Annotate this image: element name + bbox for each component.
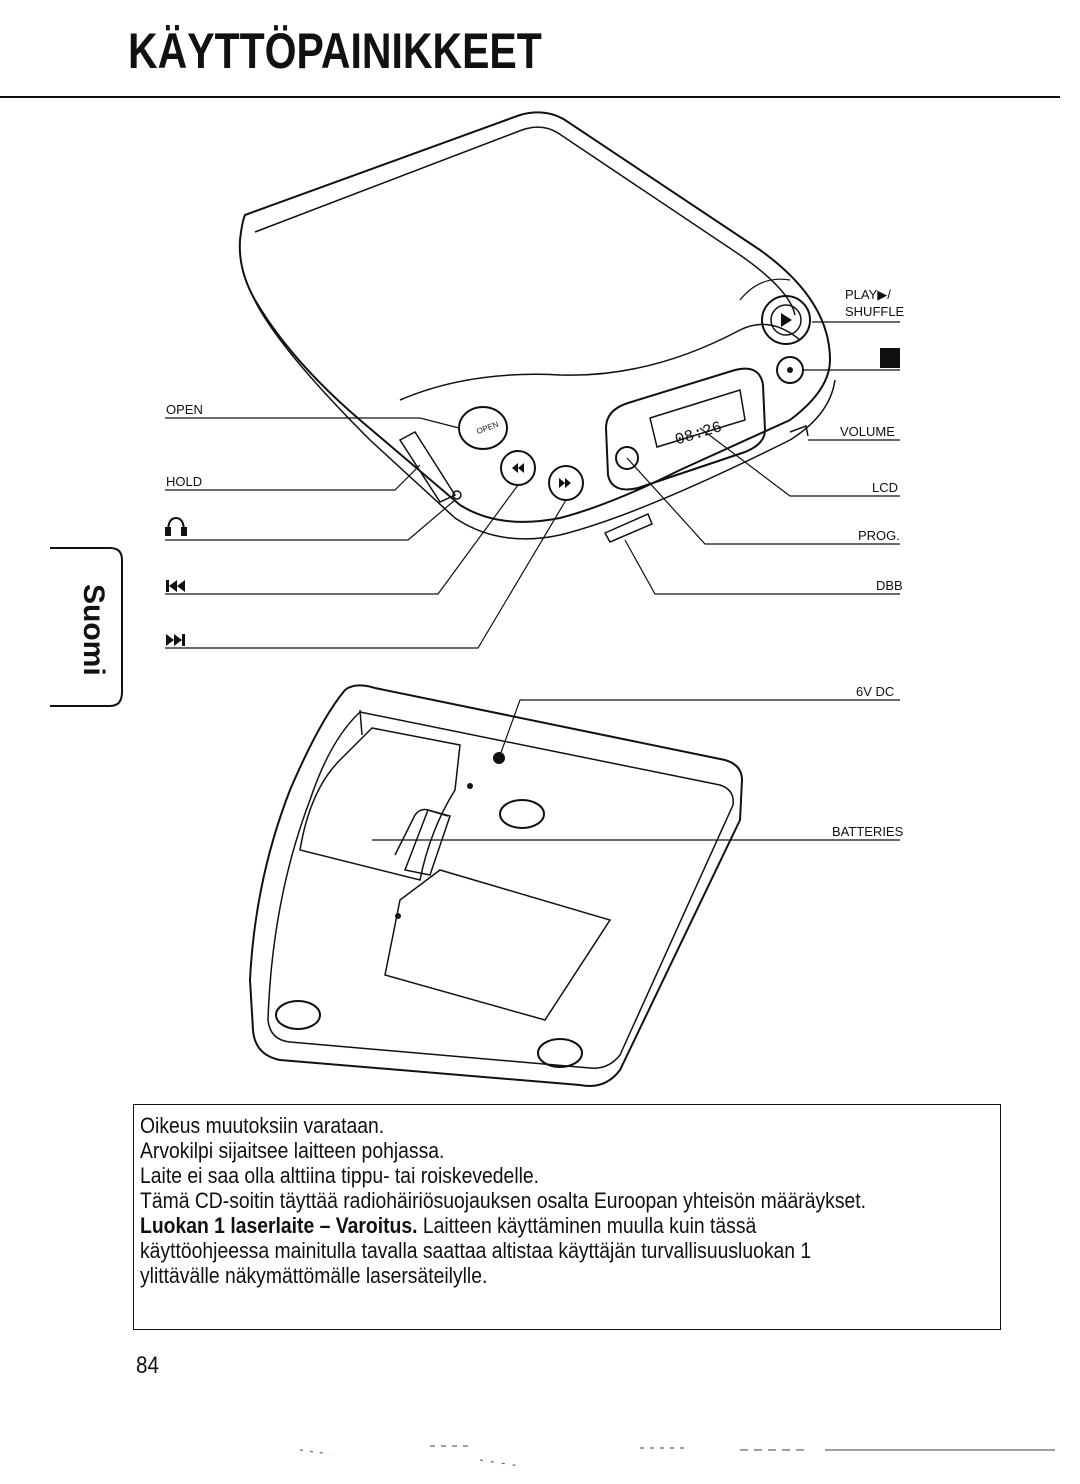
label-batteries: BATTERIES: [832, 824, 904, 839]
notice-line-7: ylittävälle näkymättömälle lasersäteilyl…: [140, 1263, 488, 1288]
lcd-panel-drawing: [604, 367, 767, 491]
notice-line-2: Arvokilpi sijaitsee laitteen pohjassa.: [140, 1138, 445, 1163]
page-number: 84: [136, 1352, 159, 1379]
leader-lines-top: [165, 321, 900, 649]
label-lcd: LCD: [872, 480, 898, 495]
label-stop-icon: [880, 348, 900, 368]
notice-line-4: Tämä CD-soitin täyttää radiohäiriösuojau…: [140, 1188, 867, 1213]
label-shuffle: SHUFFLE: [845, 304, 905, 319]
prev-icon: [166, 580, 185, 592]
notice-line-3: Laite ei saa olla alttiina tippu- tai ro…: [140, 1163, 540, 1188]
next-icon: [166, 634, 185, 646]
label-dc: 6V DC: [856, 684, 894, 699]
label-hold: HOLD: [166, 474, 202, 489]
laser-warning-heading: Luokan 1 laserlaite – Varoitus.: [140, 1213, 418, 1238]
notice-line-1: Oikeus muutoksiin varataan.: [140, 1113, 385, 1138]
title-rule: [0, 96, 1060, 98]
open-button-text: OPEN: [475, 420, 500, 436]
laser-warning-text: Laitteen käyttäminen muulla kuin tässä: [417, 1213, 757, 1238]
notice-line-5: Luokan 1 laserlaite – Varoitus. Laitteen…: [140, 1213, 874, 1238]
notice-box: Oikeus muutoksiin varataan. Arvokilpi si…: [133, 1104, 1001, 1330]
player-top-view: [238, 111, 836, 540]
notice-line-6: käyttöohjeessa mainitulla tavalla saatta…: [140, 1238, 812, 1263]
page-title: KÄYTTÖPAINIKKEET: [128, 23, 542, 79]
label-volume: VOLUME: [840, 424, 895, 439]
cd-player-diagram: OPEN 08:26 PLAY▶/ SHUFFLE OPEN VOLUME HO…: [50, 111, 905, 1087]
side-tab-outline: [50, 547, 123, 707]
side-tab-label: Suomi: [77, 584, 110, 676]
label-open: OPEN: [166, 402, 203, 417]
label-prog: PROG.: [858, 528, 900, 543]
player-bottom-view: [248, 684, 744, 1087]
scan-artifacts: [299, 1445, 1055, 1467]
dbb-switch-drawing: [603, 512, 653, 543]
label-dbb: DBB: [876, 578, 903, 593]
side-tab: Suomi: [72, 584, 110, 684]
hold-switch-drawing: [398, 431, 457, 503]
volume-wheel-drawing: [789, 424, 809, 437]
label-play: PLAY▶/: [845, 287, 891, 302]
headphones-icon: [165, 516, 187, 536]
lcd-readout: 08:26: [673, 418, 724, 449]
play-button-drawing: [761, 295, 811, 345]
prog-button-drawing: [615, 446, 639, 470]
leader-lines-bottom: [372, 699, 900, 841]
